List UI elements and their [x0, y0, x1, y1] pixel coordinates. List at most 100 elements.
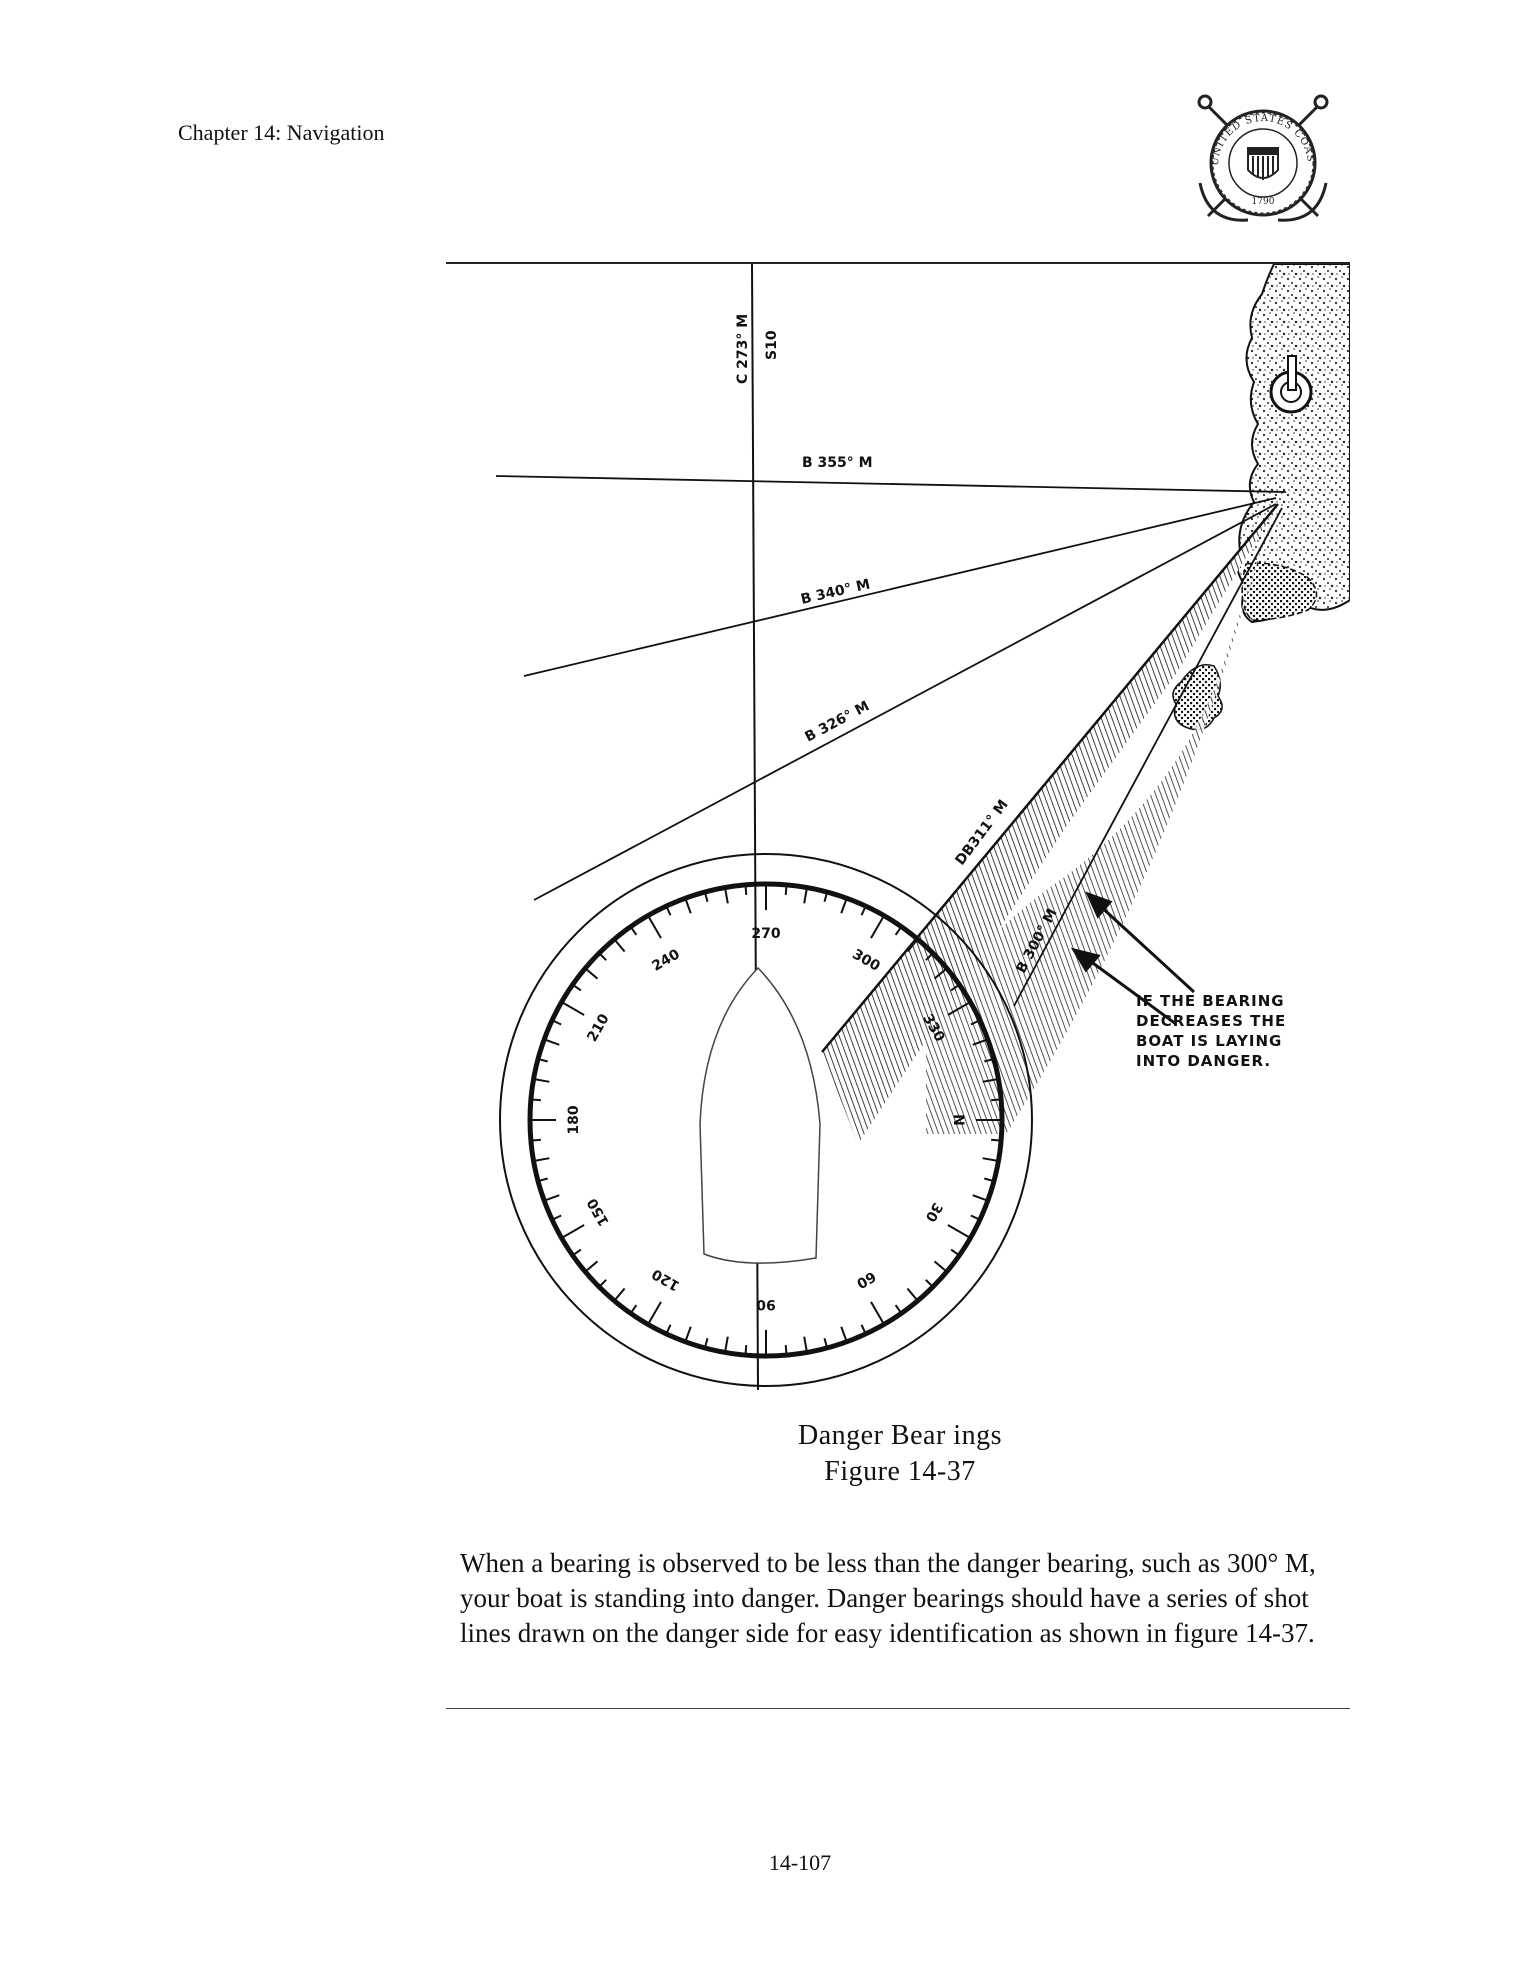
figure-caption-number: Figure 14-37: [824, 1456, 976, 1487]
shoal-area: [1241, 562, 1318, 621]
warning-arrows: [1070, 891, 1196, 1026]
seal-year: 1790: [1252, 197, 1275, 207]
compass-label-120: 120: [649, 1265, 683, 1294]
body-paragraph: When a bearing is observed to be less th…: [460, 1548, 1316, 1648]
compass-tick: [551, 1214, 562, 1221]
page-number: 14-107: [768, 1850, 832, 1875]
compass-tick: [537, 1177, 548, 1183]
bearing-line-355: [495, 475, 1287, 493]
compass-label-90: 90: [756, 1296, 776, 1312]
compass-tick: [647, 915, 662, 939]
compass-tick: [598, 1279, 607, 1288]
compass-tick: [551, 1019, 562, 1026]
compass-tick: [530, 1098, 541, 1102]
compass-tick: [684, 897, 692, 914]
compass-tick: [970, 1214, 981, 1221]
compass-tick: [991, 1098, 1002, 1102]
compass-tick: [561, 1001, 585, 1016]
compass-tick: [665, 1324, 672, 1335]
warning-note-line-4: INTO DANGER.: [1136, 1052, 1271, 1070]
compass-tick: [870, 915, 885, 939]
compass-label-150: 150: [584, 1195, 613, 1229]
coast-guard-seal-icon: UNITED STATES COAST GUARD 1790: [1188, 88, 1329, 222]
compass-tick: [533, 1078, 550, 1083]
compass-label-240: 240: [649, 946, 683, 975]
chapter-header: Chapter 14: Navigation: [178, 120, 385, 145]
compass-tick: [860, 905, 867, 916]
warning-note-line-2: DECREASES THE: [1136, 1012, 1286, 1030]
course-label: C 273° M: [735, 314, 751, 384]
compass-label-210: 210: [584, 1011, 613, 1045]
compass-tick: [647, 1301, 662, 1325]
compass-tick: [703, 891, 709, 902]
compass-label-30: 30: [922, 1200, 946, 1225]
compass-tick: [991, 1138, 1002, 1142]
compass-tick: [947, 1224, 971, 1239]
compass-tick: [840, 1326, 848, 1343]
compass-tick: [950, 1248, 960, 1257]
compass-tick: [840, 897, 848, 914]
compass-tick: [823, 891, 829, 902]
compass-tick: [894, 1304, 903, 1314]
compass-tick: [744, 1345, 748, 1356]
compass-tick: [572, 1248, 582, 1257]
compass-tick: [972, 1194, 989, 1202]
compass-label-180: 180: [566, 1105, 582, 1134]
compass-tick: [970, 1019, 981, 1026]
compass-tick: [561, 1224, 585, 1239]
danger-hatch-area: [926, 504, 1276, 1134]
compass-tick: [894, 926, 903, 936]
compass-tick: [572, 983, 582, 992]
compass-tick: [925, 1279, 934, 1288]
compass-tick: [870, 1301, 885, 1325]
compass-tick-marks: [530, 884, 1002, 1356]
warning-note-line-1: IF THE BEARING: [1136, 992, 1285, 1010]
compass-tick: [629, 1304, 638, 1314]
compass-tick: [703, 1338, 709, 1349]
compass-label-60: 60: [853, 1268, 878, 1292]
compass-tick: [803, 887, 808, 904]
boat-outline: [699, 966, 821, 1264]
compass-tick: [537, 1057, 548, 1063]
compass-tick: [860, 1324, 867, 1335]
compass-tick: [744, 884, 748, 895]
bearing-line-340: [523, 497, 1277, 677]
compass-tick: [984, 1057, 995, 1063]
lighthouse-landmark: [1269, 355, 1313, 414]
compass-tick: [982, 1157, 999, 1162]
compass-tick: [933, 1260, 948, 1273]
compass-label-300: 300: [849, 946, 883, 975]
compass-tick: [972, 1038, 989, 1046]
compass-label-n: N: [950, 1114, 966, 1126]
danger-bearing-line: [821, 503, 1279, 1053]
compass-tick: [823, 1338, 829, 1349]
compass-tick: [684, 1326, 692, 1343]
compass-tick: [947, 1001, 971, 1016]
compass-tick: [613, 938, 626, 953]
compass-tick: [543, 1038, 560, 1046]
compass-tick: [629, 926, 638, 936]
compass-tick: [613, 1287, 626, 1302]
bearing-line-326: [533, 503, 1277, 901]
compass-tick: [584, 967, 599, 980]
compass-tick: [950, 983, 960, 992]
compass-tick: [925, 952, 934, 961]
compass-tick: [803, 1336, 808, 1353]
compass-tick: [724, 887, 729, 904]
compass-label-270: 270: [751, 926, 780, 942]
compass-tick: [933, 967, 948, 980]
compass-tick: [584, 1260, 599, 1273]
compass-tick: [598, 952, 607, 961]
danger-hatch-wedge: [822, 504, 1278, 1144]
compass-tick: [543, 1194, 560, 1202]
bearing-label-355: B 355° M: [802, 455, 873, 471]
compass-tick: [533, 1157, 550, 1162]
top-rule: [446, 262, 1350, 264]
warning-note-line-3: BOAT IS LAYING: [1136, 1032, 1282, 1050]
danger-bearings-figure: C 273° M S10 B 355° M B 340° M B 326° M …: [495, 264, 1350, 1390]
compass-tick: [724, 1336, 729, 1353]
compass-tick: [665, 905, 672, 916]
bearing-line-300: [1013, 507, 1283, 1007]
compass-tick: [906, 938, 919, 953]
compass-tick: [784, 1345, 788, 1356]
